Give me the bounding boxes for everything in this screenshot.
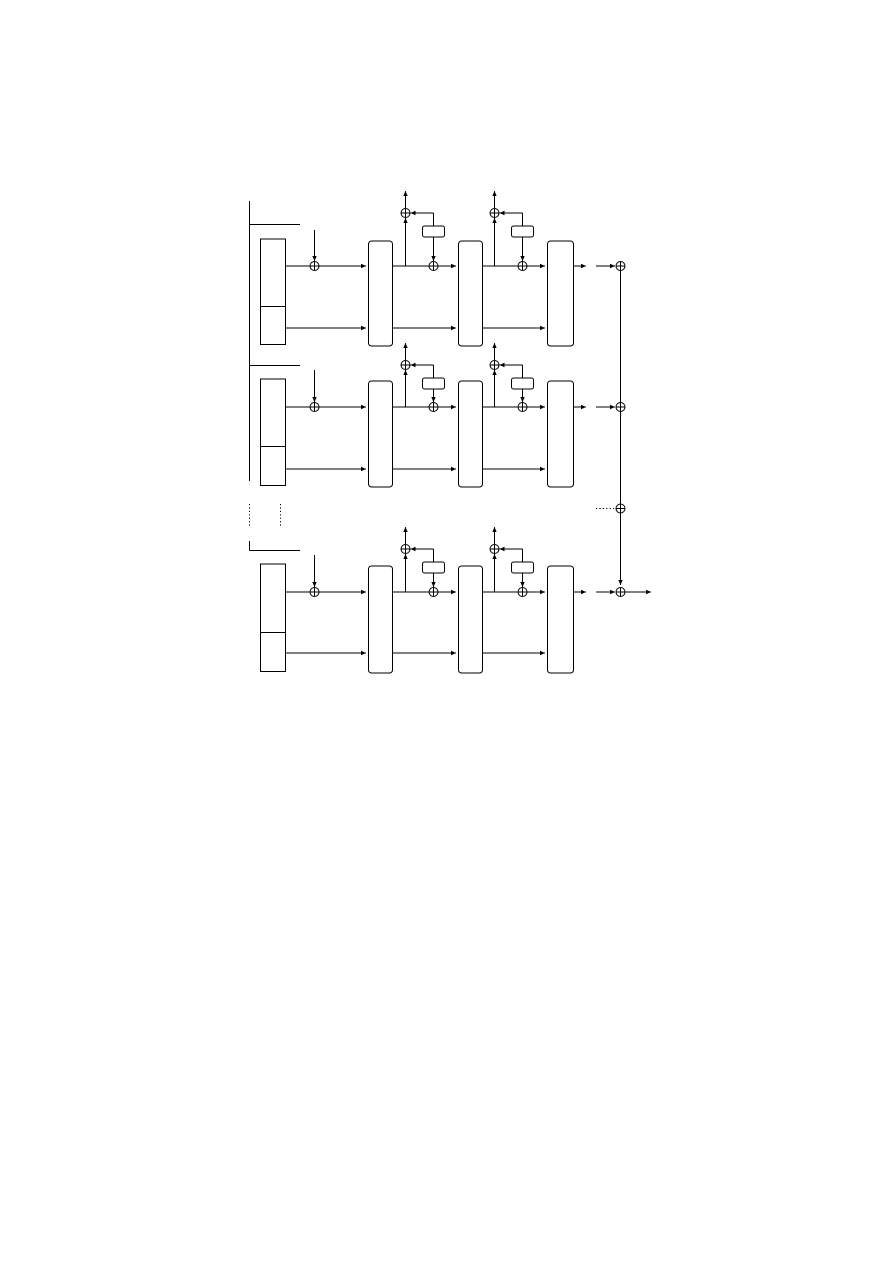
sum-junction-icon — [517, 402, 528, 412]
processing-block-3 — [547, 565, 574, 674]
processing-block-1 — [368, 240, 393, 347]
small-delay-block-2 — [511, 225, 534, 238]
processing-block-3 — [547, 380, 574, 488]
small-delay-block-1 — [422, 225, 445, 238]
sum-junction-icon — [489, 544, 500, 554]
sum-junction-icon — [517, 261, 528, 271]
input-register-block — [260, 378, 286, 486]
sum-junction-icon — [489, 208, 500, 218]
sum-junction-icon — [309, 402, 320, 412]
small-delay-block-2 — [511, 561, 534, 574]
stage-2 — [260, 343, 626, 488]
sum-junction-icon — [400, 360, 411, 370]
output-summation-column — [596, 266, 651, 595]
sum-junction-icon — [517, 587, 528, 597]
small-delay-block-1 — [422, 561, 445, 574]
small-delay-block-1 — [422, 377, 445, 390]
stage-3 — [260, 527, 626, 674]
processing-block-2 — [458, 565, 483, 674]
sum-junction-icon — [615, 503, 626, 514]
processing-block-2 — [458, 380, 483, 488]
sum-junction-icon — [309, 261, 320, 271]
stage-1 — [260, 191, 626, 347]
sum-junction-icon — [309, 587, 320, 597]
processing-block-3 — [547, 240, 574, 347]
processing-block-2 — [458, 240, 483, 347]
sum-junction-icon — [489, 360, 500, 370]
input-register-block — [260, 238, 286, 345]
small-delay-block-2 — [511, 377, 534, 390]
processing-block-1 — [368, 565, 393, 674]
sum-junction-icon — [615, 587, 626, 597]
sum-junction-icon — [428, 587, 439, 597]
input-register-block — [260, 563, 286, 672]
sum-junction-icon — [428, 402, 439, 412]
sum-junction-icon — [400, 544, 411, 554]
sum-junction-icon — [428, 261, 439, 271]
grouping-bracket — [249, 201, 300, 551]
sum-junction-icon — [400, 208, 411, 218]
processing-block-1 — [368, 380, 393, 488]
